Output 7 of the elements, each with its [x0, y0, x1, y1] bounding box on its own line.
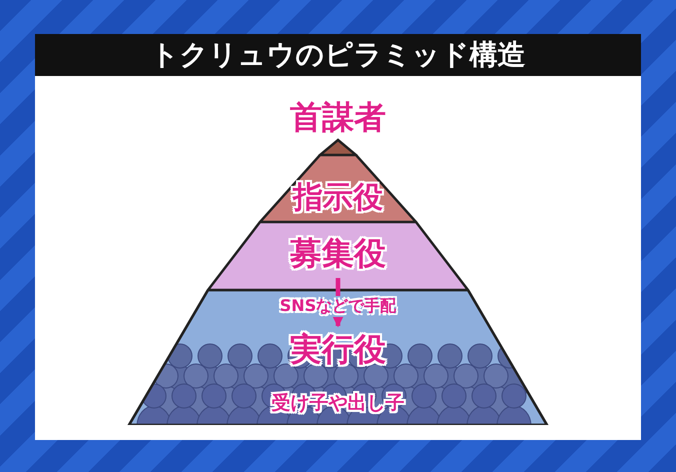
- title-bar: トクリュウのピラミッド構造: [35, 34, 641, 76]
- tier-label: 首謀者: [290, 97, 386, 138]
- tier-label: 募集役: [290, 233, 386, 274]
- arrow: [331, 278, 345, 328]
- tier-caption: 受け子や出し子: [272, 391, 404, 416]
- tier-label: 指示役: [293, 179, 383, 217]
- tier-label: 実行役: [290, 329, 386, 370]
